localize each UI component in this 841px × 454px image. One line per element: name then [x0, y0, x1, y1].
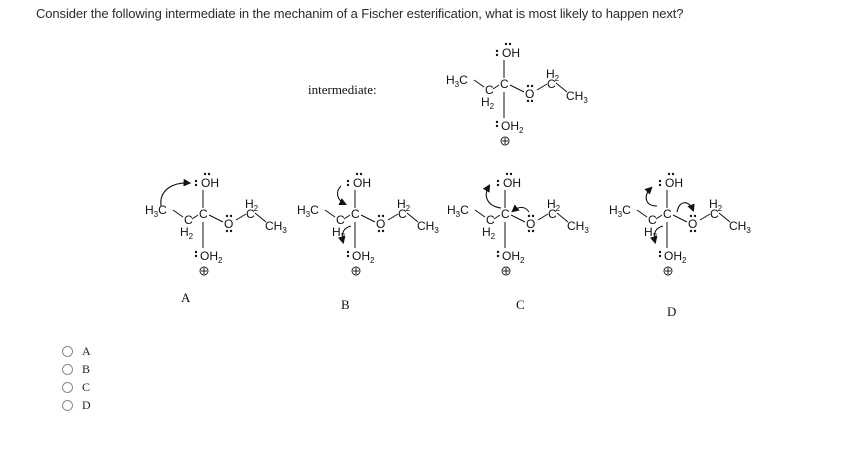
- structure-label-c: C: [516, 297, 525, 312]
- curved-arrow: [676, 202, 695, 213]
- answer-option-c[interactable]: C: [62, 378, 91, 396]
- curved-arrow: [482, 184, 502, 209]
- structure-a: [144, 172, 288, 276]
- radio-button[interactable]: [62, 345, 73, 357]
- structure-c: [446, 172, 590, 276]
- answer-label: A: [82, 343, 91, 358]
- curved-arrow: [337, 225, 352, 245]
- structure-label-d: D: [667, 304, 677, 319]
- structure-d: [608, 172, 752, 276]
- answer-label: B: [82, 361, 91, 376]
- curved-arrow: [511, 204, 530, 213]
- answer-label: D: [82, 397, 91, 412]
- answer-option-a[interactable]: A: [62, 342, 91, 360]
- curved-arrow: [336, 185, 347, 205]
- radio-button[interactable]: [62, 381, 73, 393]
- answer-label: C: [82, 379, 91, 394]
- structure-label-a: A: [181, 290, 191, 305]
- structure-label-b: B: [341, 297, 350, 312]
- answer-options: A B C D: [62, 342, 91, 414]
- intermediate-structure: [445, 42, 589, 146]
- answer-option-b[interactable]: B: [62, 360, 91, 378]
- curved-arrow: [644, 186, 658, 207]
- answer-option-d[interactable]: D: [62, 396, 91, 414]
- intermediate-label: intermediate:: [308, 82, 377, 97]
- curved-arrow: [160, 178, 192, 207]
- curved-arrow: [649, 225, 664, 245]
- radio-button[interactable]: [62, 399, 73, 411]
- question-text: Consider the following intermediate in t…: [36, 6, 684, 21]
- radio-button[interactable]: [62, 363, 73, 375]
- structure-b: [296, 172, 440, 276]
